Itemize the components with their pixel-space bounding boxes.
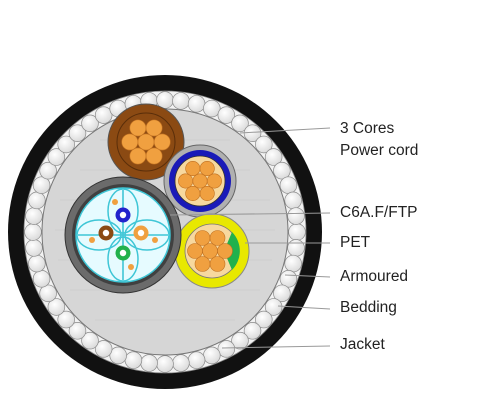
label-power-cord: Power cord: [340, 142, 419, 159]
armour-wire: [25, 207, 43, 225]
armour-wire: [279, 176, 298, 194]
armour-wire: [187, 351, 206, 369]
armour-wire: [124, 351, 143, 369]
armour-wire: [203, 99, 221, 118]
armour-wire: [255, 135, 273, 154]
armour-wire: [273, 284, 291, 303]
armour-wire: [284, 191, 302, 210]
armour-wire: [217, 340, 236, 358]
label-pet: PET: [340, 234, 371, 251]
label-jacket: Jacket: [340, 336, 385, 353]
power-core-blue: [163, 144, 237, 218]
label-c6a-fftp: C6A.F/FTP: [340, 204, 418, 221]
leader-cores: [239, 127, 331, 134]
armour-wire: [68, 322, 87, 340]
leader-jacket: [221, 345, 331, 349]
armour-wire: [264, 298, 283, 316]
armour-wire: [32, 270, 51, 288]
armour-wire: [243, 322, 262, 340]
armour-wire: [25, 239, 43, 257]
armour-wire: [284, 254, 302, 273]
armour-wire: [28, 254, 46, 273]
label-armoured: Armoured: [340, 268, 409, 285]
armour-wire: [172, 92, 190, 110]
armour-wire: [28, 191, 46, 210]
armour-wire: [203, 346, 221, 365]
armour-wire: [217, 106, 236, 124]
leader-c6a: [169, 212, 331, 216]
armour-wire: [57, 310, 75, 329]
armour-wire: [264, 148, 283, 166]
armour-wire: [231, 331, 249, 350]
armour-wire: [279, 270, 298, 288]
armour-wire: [187, 95, 206, 113]
armour-wire: [255, 310, 273, 329]
armour-wire: [231, 114, 249, 133]
armour-wire: [156, 355, 174, 373]
armour-wire: [94, 340, 113, 358]
power-core-brown: [107, 103, 185, 181]
armour-wire: [109, 346, 127, 365]
armour-wire: [39, 284, 57, 303]
armour-wires: [24, 91, 306, 373]
label-bedding: Bedding: [340, 299, 397, 316]
label-3-cores: 3 Cores: [340, 120, 395, 137]
armour-wire: [57, 135, 75, 154]
leader-armoured: [284, 274, 331, 278]
armour-wire: [39, 161, 57, 180]
armour-wire: [24, 223, 42, 241]
armour-wire: [273, 161, 291, 180]
armour-wire: [94, 106, 113, 124]
armour-wire: [287, 239, 305, 257]
armour-wire: [81, 114, 99, 133]
armour-wire: [287, 207, 305, 225]
armour-wire: [288, 223, 306, 241]
power-core-yellow-green: [174, 213, 250, 289]
leader-bedding: [277, 305, 331, 310]
armour-wire: [172, 354, 190, 372]
armour-wire: [140, 354, 158, 372]
armour-wire: [68, 124, 87, 142]
armour-wire: [47, 298, 66, 316]
armour-wire: [32, 176, 51, 194]
armour-wire: [81, 331, 99, 350]
armour-wire: [47, 148, 66, 166]
data-cable-c6a: [64, 176, 182, 294]
leader-lines: [169, 127, 331, 349]
